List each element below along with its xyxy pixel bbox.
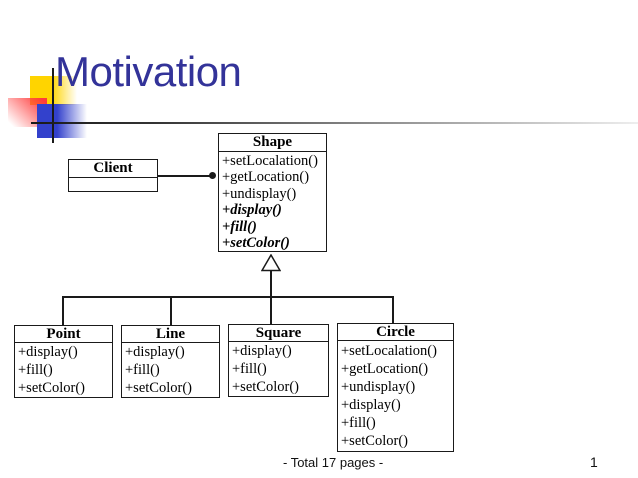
class-method: +setColor()	[125, 379, 192, 396]
class-box-line: Line +display() +fill() +setColor()	[121, 325, 220, 399]
inheritance-bus-line	[62, 296, 394, 298]
class-method: +display()	[341, 397, 401, 414]
class-method: +getLocation()	[341, 361, 429, 378]
class-method: +setLocalation()	[341, 343, 437, 359]
class-name: Client	[69, 160, 157, 178]
class-method: +fill()	[232, 360, 267, 377]
generalization-triangle-icon	[261, 254, 281, 272]
class-method-abstract: +setColor()	[222, 235, 290, 252]
footer-page-number: 1	[590, 454, 598, 470]
inheritance-stem-line	[270, 271, 272, 297]
class-name: Square	[229, 325, 328, 342]
class-method: +getLocation()	[222, 169, 310, 186]
class-method: +display()	[232, 343, 292, 359]
class-method: +undisplay()	[222, 185, 297, 202]
inheritance-drop-line-circle	[392, 296, 394, 323]
decoration-vertical-line	[52, 68, 54, 143]
class-name: Shape	[219, 134, 326, 152]
title-rule-line	[31, 122, 638, 124]
class-empty-compartment	[69, 178, 157, 191]
class-method: +undisplay()	[341, 379, 416, 396]
decoration-blue-square	[37, 104, 87, 138]
class-box-circle: Circle +setLocalation() +getLocation() +…	[337, 323, 454, 452]
class-box-client: Client	[68, 159, 158, 192]
class-name: Circle	[338, 324, 453, 341]
class-method: +fill()	[18, 361, 53, 378]
class-method: +fill()	[341, 415, 376, 432]
slide-title: Motivation	[55, 48, 242, 95]
class-method: +setColor()	[18, 379, 85, 396]
class-name: Point	[15, 326, 112, 343]
inheritance-drop-line-point	[62, 296, 64, 325]
class-method-abstract: +display()	[222, 202, 282, 219]
inheritance-drop-line-square	[270, 296, 272, 324]
class-box-shape: Shape +setLocalation() +getLocation() +u…	[218, 133, 327, 253]
class-box-square: Square +display() +fill() +setColor()	[228, 324, 329, 398]
association-line-client-shape	[158, 175, 215, 177]
class-method: +fill()	[125, 361, 160, 378]
footer-page-count: - Total 17 pages -	[283, 455, 384, 470]
class-method: +setColor()	[232, 378, 299, 395]
class-method-abstract: +fill()	[222, 218, 257, 235]
inheritance-drop-line-line	[170, 296, 172, 325]
class-box-point: Point +display() +fill() +setColor()	[14, 325, 113, 399]
class-method: +setLocalation()	[222, 153, 318, 169]
class-method: +display()	[18, 344, 78, 360]
class-method: +setColor()	[341, 433, 408, 450]
class-name: Line	[122, 326, 219, 343]
association-arrowhead-icon	[209, 172, 216, 179]
class-method: +display()	[125, 344, 185, 360]
